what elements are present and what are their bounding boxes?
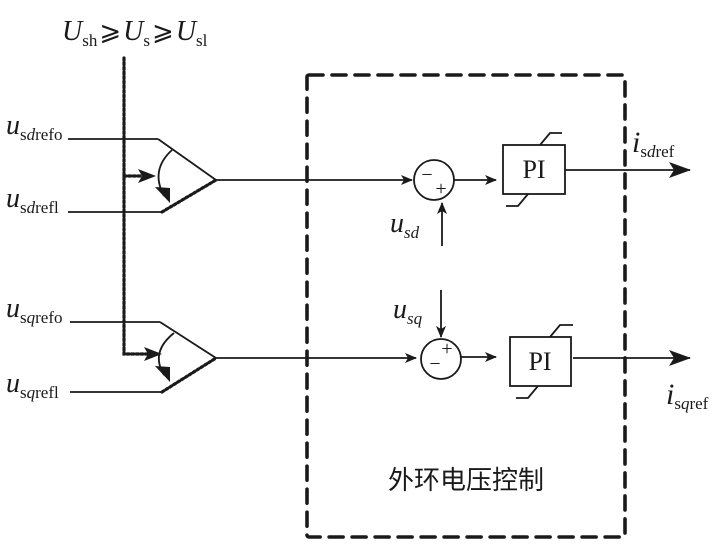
pi-q-upper-limit <box>549 324 573 338</box>
switch-q <box>70 321 417 394</box>
u-low-symbol: U <box>176 16 198 47</box>
switch-q-open-arm <box>160 356 218 394</box>
outer-voltage-control-label: 外环电压控制 <box>388 466 544 496</box>
pi-q-lower-limit <box>516 385 539 399</box>
pi-controller-d-label: PI <box>522 155 545 184</box>
label-isdref: isdref <box>632 126 675 161</box>
pi-d-upper-limit <box>539 132 562 146</box>
label-usdrefo: usdrefo <box>6 110 63 144</box>
label-isqref: isqref <box>666 378 709 413</box>
u-low-subscript: sl <box>196 31 208 50</box>
switch-d <box>68 138 413 214</box>
u-s-subscript: s <box>143 31 150 50</box>
u-high-symbol: U <box>62 16 84 47</box>
pi-controller-q <box>509 336 572 387</box>
pi-controller-q-label: PI <box>528 347 551 376</box>
switch-q-closed-arm <box>159 321 217 359</box>
summer-d-minus-sign: − <box>421 164 432 186</box>
selector-signal-line <box>122 56 150 356</box>
switch-d-open-arm <box>160 178 218 214</box>
summer-q-minus-sign: − <box>429 353 440 375</box>
switch-d-rotation-arrow-icon <box>155 187 170 203</box>
ge-sign-1: ⩾ <box>99 17 121 46</box>
summer-d-plus-sign: + <box>435 178 446 200</box>
summer-q <box>420 338 462 380</box>
label-usdrefl: usdrefl <box>6 183 59 217</box>
ge-sign-2: ⩾ <box>152 17 174 46</box>
switch-q-rotation-arrow-icon <box>155 366 170 382</box>
label-usq: usq <box>393 294 423 328</box>
switch-d-closed-arm <box>157 138 217 181</box>
u-high-subscript: sh <box>82 31 98 50</box>
pi-controller-d <box>502 144 566 195</box>
outer-loop-boundary <box>305 73 627 539</box>
summer-d <box>413 159 455 201</box>
label-usd: usd <box>390 208 420 242</box>
selector-arrow-q-icon <box>144 347 162 361</box>
label-usqrefo: usqrefo <box>6 293 63 327</box>
selector-arrow-d-icon <box>138 169 156 183</box>
condition-label: Ush⩾Us⩾Usl <box>62 16 208 50</box>
label-usqrefl: usqrefl <box>6 368 59 402</box>
pi-d-lower-limit <box>506 193 529 207</box>
u-s-symbol: U <box>123 16 145 47</box>
summer-q-plus-sign: + <box>441 338 452 360</box>
